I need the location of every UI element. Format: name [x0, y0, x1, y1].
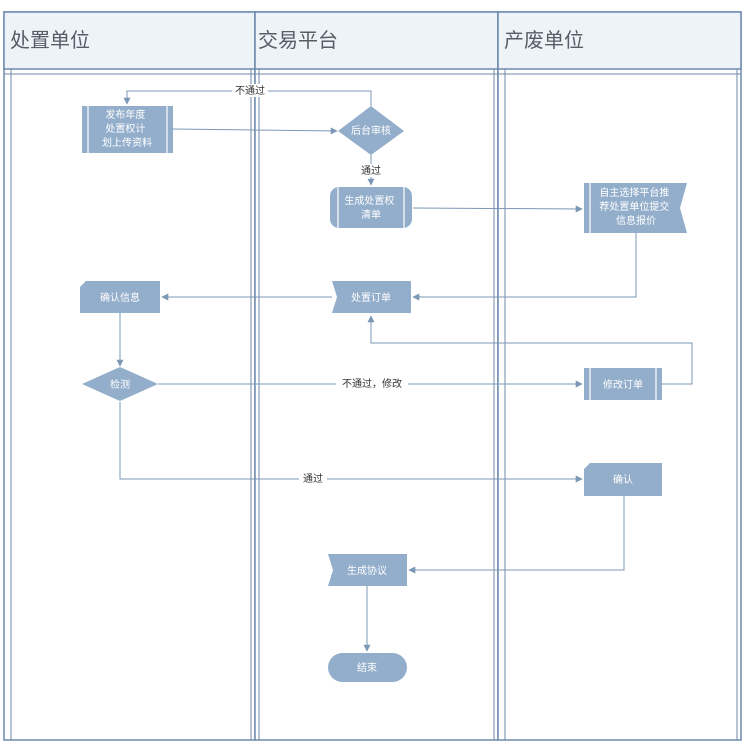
edge-publish-review — [172, 127, 338, 135]
node-order: 处置订单 — [332, 281, 411, 313]
lane-title-platform: 交易平台 — [258, 28, 338, 52]
node-recommend-line-1: 自主选择平台推 — [599, 186, 669, 199]
node-text-publish: 发布年度 处置权计 划上传资料 — [102, 108, 152, 149]
node-text-generate: 生成处置权 清单 — [344, 194, 397, 221]
node-recommend-line-3: 信息报价 — [616, 214, 656, 227]
node-publish-line-1: 发布年度 — [105, 108, 145, 121]
node-generate-line-1: 生成处置权 — [344, 194, 394, 207]
node-end: 结束 — [328, 653, 407, 682]
node-publish-line-3: 划上传资料 — [102, 136, 152, 149]
node-generate: 生成处置权 清单 — [330, 187, 412, 228]
node-text-modify: 修改订单 — [603, 378, 643, 391]
node-text-recommend: 自主选择平台推 荐处置单位提交 信息报价 — [599, 186, 672, 227]
lane-title-producer: 产废单位 — [504, 28, 584, 52]
node-text-review: 后台审核 — [351, 124, 391, 137]
node-recommend: 自主选择平台推 荐处置单位提交 信息报价 — [584, 183, 687, 233]
edge-label-pass-detect: 通过 — [303, 472, 323, 485]
connectors — [116, 90, 693, 652]
edge-confirm-agreement — [408, 496, 625, 574]
node-publish-line-2: 处置权计 — [105, 122, 145, 135]
node-text-end: 结束 — [357, 661, 377, 674]
edge-label-reject: 不通过 — [235, 84, 265, 97]
edge-modify-order — [367, 315, 693, 385]
node-text-confirm: 确认 — [613, 473, 633, 486]
node-text-detect: 检测 — [110, 378, 130, 391]
node-generate-line-2: 清单 — [361, 208, 381, 221]
node-agreement: 生成协议 — [328, 554, 407, 586]
node-text-order: 处置订单 — [351, 292, 391, 304]
edge-label-reject-modify: 不通过，修改 — [342, 377, 402, 390]
edge-labels: 不通过 通过 不通过，修改 通过 — [232, 84, 408, 485]
node-detect: 检测 — [82, 367, 158, 401]
node-review: 后台审核 — [338, 106, 404, 155]
edge-detect-confirm — [119, 402, 583, 483]
lane-title-disposal: 处置单位 — [10, 28, 90, 52]
node-confirm: 确认 — [584, 463, 662, 496]
node-recommend-line-2: 荐处置单位提交 — [599, 200, 669, 213]
node-text-agreement: 生成协议 — [347, 564, 387, 577]
edge-recommend-order — [412, 233, 637, 301]
node-modify: 修改订单 — [584, 368, 662, 400]
node-confirm-info: 确认信息 — [80, 281, 160, 313]
edge-label-pass-review: 通过 — [361, 164, 381, 177]
node-publish: 发布年度 处置权计 划上传资料 — [82, 106, 173, 153]
edge-generate-recommend — [412, 205, 583, 213]
node-text-confirm-info: 确认信息 — [100, 291, 140, 304]
